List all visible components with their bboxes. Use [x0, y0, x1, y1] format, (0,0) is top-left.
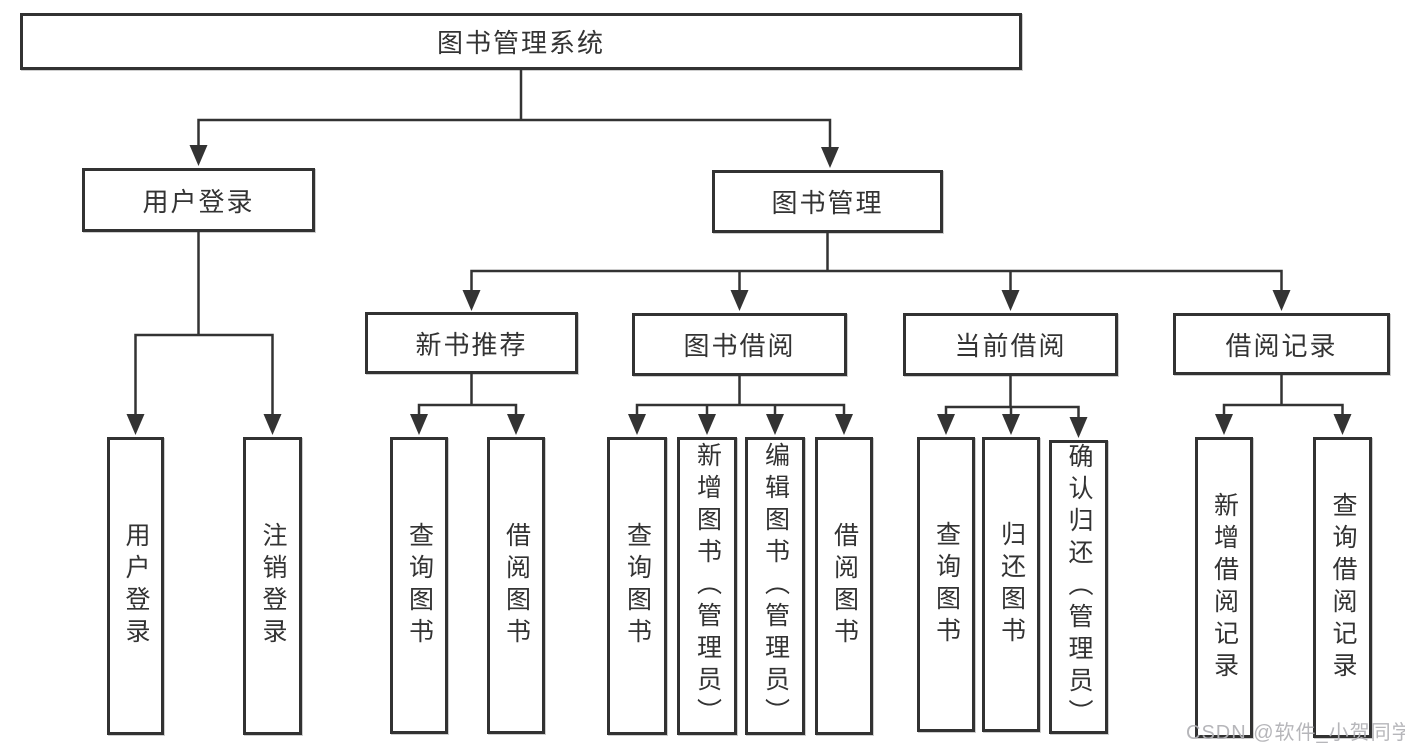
leaf-logout-label: 注销登录 [259, 522, 287, 650]
leaf-query-books-recommend: 查询图书 [390, 437, 448, 734]
leaf-borrow-books-label: 借阅图书 [830, 522, 859, 650]
node-current-borrow: 当前借阅 [903, 313, 1118, 376]
node-book-management-label: 图书管理 [771, 188, 884, 218]
leaf-logout: 注销登录 [243, 437, 302, 735]
node-new-book-recommend-label: 新书推荐 [415, 329, 528, 360]
leaf-borrow-books-recommend-label: 借阅图书 [502, 521, 531, 650]
leaf-user-login: 用户登录 [107, 437, 164, 735]
node-current-borrow-label: 当前借阅 [954, 331, 1067, 361]
leaf-add-books-admin: 新增图书（管理员） [677, 437, 737, 735]
leaf-borrow-books-recommend: 借阅图书 [487, 437, 545, 734]
leaf-add-borrow-record: 新增借阅记录 [1195, 437, 1253, 738]
leaf-query-books-borrow: 查询图书 [607, 437, 667, 735]
leaf-borrow-books: 借阅图书 [815, 437, 873, 735]
leaf-query-books-current-label: 查询图书 [932, 520, 961, 649]
leaf-query-borrow-record-label: 查询借阅记录 [1329, 491, 1357, 684]
leaf-return-books-label: 归还图书 [997, 520, 1026, 649]
leaf-user-login-label: 用户登录 [122, 522, 150, 650]
leaf-confirm-return-admin: 确认归还（管理员） [1049, 440, 1108, 734]
node-book-management: 图书管理 [712, 170, 943, 233]
node-root-label: 图书管理系统 [436, 28, 605, 58]
node-book-borrow-label: 图书借阅 [683, 331, 796, 361]
node-user-login-label: 用户登录 [142, 186, 255, 217]
watermark: CSDN @软件_小贺同学 [1186, 722, 1405, 744]
node-new-book-recommend: 新书推荐 [365, 312, 578, 374]
leaf-edit-books-admin-label: 编辑图书（管理员） [761, 442, 790, 730]
leaf-query-borrow-record: 查询借阅记录 [1313, 437, 1372, 738]
leaf-add-books-admin-label: 新增图书（管理员） [693, 442, 722, 730]
leaf-add-borrow-record-label: 新增借阅记录 [1210, 491, 1239, 684]
node-book-borrow: 图书借阅 [632, 313, 847, 376]
leaf-edit-books-admin: 编辑图书（管理员） [745, 437, 805, 735]
leaf-query-books-recommend-label: 查询图书 [405, 521, 434, 650]
leaf-query-books-borrow-label: 查询图书 [623, 522, 652, 650]
node-user-login: 用户登录 [82, 168, 315, 232]
leaf-query-books-current: 查询图书 [917, 437, 975, 732]
node-root: 图书管理系统 [20, 13, 1022, 70]
node-borrow-records: 借阅记录 [1173, 313, 1390, 375]
node-borrow-records-label: 借阅记录 [1225, 330, 1338, 361]
leaf-confirm-return-admin-label: 确认归还（管理员） [1065, 443, 1093, 731]
leaf-return-books: 归还图书 [982, 437, 1040, 732]
